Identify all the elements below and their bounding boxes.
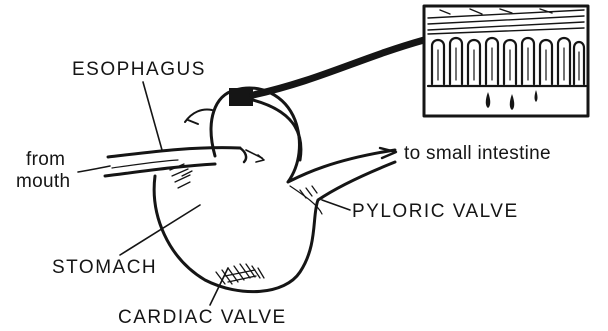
from-mouth-leader — [78, 166, 110, 172]
stomach-shading — [170, 164, 317, 284]
stomach-body — [154, 88, 395, 292]
pyloric-valve-label: PYLORIC VALVE — [352, 202, 519, 221]
from-mouth-label-line1: from — [26, 150, 65, 169]
esophagus-leader — [143, 82, 162, 150]
magnifier-connector-icon — [229, 40, 424, 160]
esophagus-label: ESOPHAGUS — [72, 60, 206, 79]
to-small-intestine-label: to small intestine — [404, 144, 551, 163]
cardiac-valve-label: CARDIAC VALVE — [118, 308, 287, 327]
stomach-leader — [120, 205, 200, 255]
pyloric-valve-leader — [322, 200, 350, 210]
esophagus-tube — [105, 148, 246, 176]
intestinal-villi-inset-icon — [424, 6, 588, 116]
from-mouth-label-line2: mouth — [16, 172, 70, 191]
stomach-label: STOMACH — [52, 258, 157, 277]
